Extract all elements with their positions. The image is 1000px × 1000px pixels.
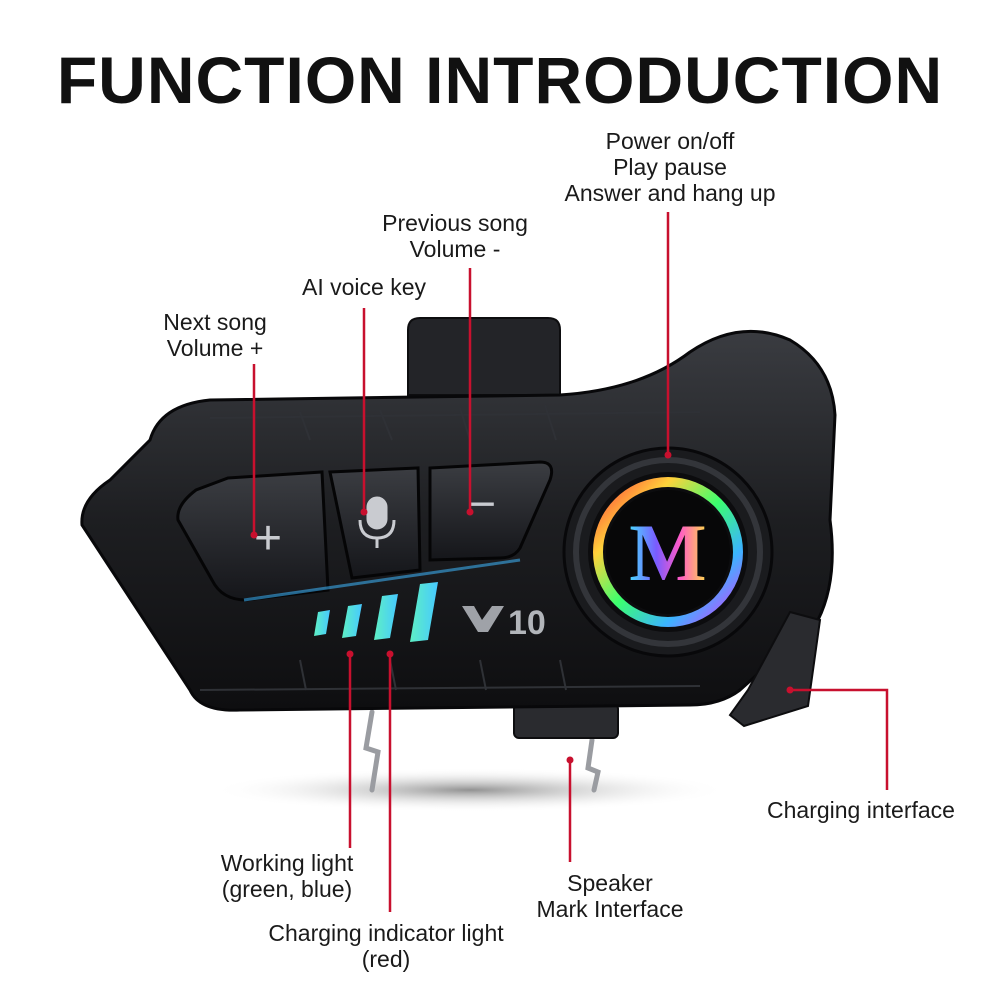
callout-charging-indicator-line-1: Charging indicator light [268, 920, 504, 946]
callout-power-line-2: Play pause [613, 154, 727, 180]
callout-speaker-line-1: Speaker [567, 870, 653, 896]
minus-button[interactable] [428, 460, 554, 562]
callout-charging-interface: Charging interface [750, 797, 972, 823]
callout-working-light-line-2: (green, blue) [221, 876, 353, 902]
mount-pin-right [585, 737, 601, 793]
callout-working-light: Working light (green, blue) [192, 850, 382, 902]
callout-next-line-2: Volume + [166, 335, 264, 361]
top-clip [407, 317, 561, 396]
model-badge-y-mark [462, 606, 504, 632]
leader-dots [250, 451, 794, 764]
ground-shadow [210, 768, 730, 812]
led-bar-4 [410, 582, 438, 642]
led-bar-3 [374, 594, 398, 640]
microphone-icon [358, 496, 396, 548]
callout-power-line-1: Power on/off [605, 128, 735, 154]
callout-ai-voice: AI voice key [274, 274, 454, 300]
callout-next-line-1: Next song [163, 309, 267, 335]
mount-pin-left [363, 709, 381, 793]
minus-glyph: − [468, 478, 496, 531]
logo-letter: M [629, 507, 706, 598]
callout-speaker-line-2: Mark Interface [536, 896, 684, 922]
leader-charging-interface [790, 688, 889, 790]
callout-previous-line-1: Previous song [382, 210, 528, 236]
led-bar-1 [314, 610, 330, 636]
power-dial[interactable]: M [562, 446, 774, 658]
callout-ai-voice-line-1: AI voice key [302, 274, 426, 300]
callout-previous-line-2: Volume - [409, 236, 501, 262]
callout-charging-indicator-line-2: (red) [361, 946, 411, 972]
model-badge-number: 10 [508, 604, 546, 642]
leader-lines [252, 212, 889, 912]
side-charging-port [728, 610, 822, 728]
led-bar-2 [342, 604, 362, 638]
callout-charging-indicator: Charging indicator light (red) [246, 920, 526, 972]
model-badge: 10 [462, 604, 546, 642]
bottom-speaker-port [513, 703, 619, 739]
button-glow [243, 558, 521, 602]
callout-power: Power on/off Play pause Answer and hang … [520, 128, 820, 206]
rgb-ring [593, 477, 743, 627]
callout-power-line-3: Answer and hang up [564, 180, 776, 206]
page-title: FUNCTION INTRODUCTION [56, 43, 944, 117]
led-indicator-bars [314, 582, 438, 642]
callout-speaker: Speaker Mark Interface [510, 870, 710, 922]
callout-previous-song: Previous song Volume - [350, 210, 560, 262]
callout-charging-interface-line-1: Charging interface [767, 797, 955, 823]
plus-glyph: + [254, 512, 282, 565]
body-seams [199, 404, 701, 691]
callout-working-light-line-1: Working light [220, 850, 354, 876]
callout-next-song: Next song Volume + [135, 309, 295, 361]
